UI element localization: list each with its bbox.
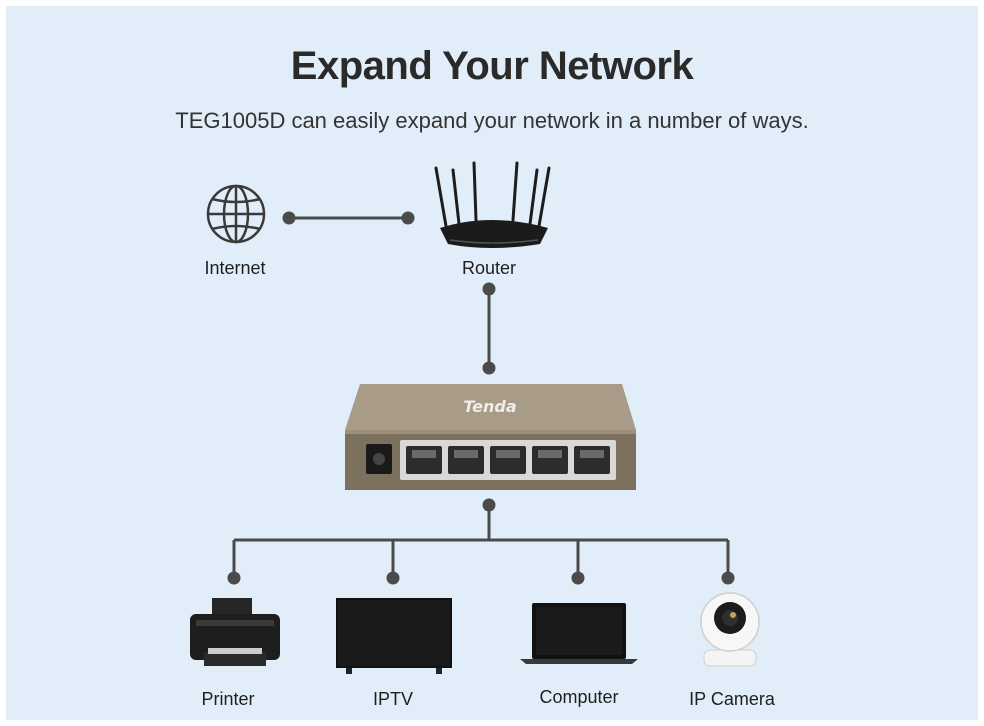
camera-icon	[700, 592, 760, 667]
page-title: Expand Your Network	[290, 44, 694, 88]
switch-icon: Tenda	[345, 384, 636, 490]
link-dot	[482, 282, 496, 296]
computer-label: Computer	[539, 687, 619, 707]
tv-icon	[336, 598, 452, 674]
link-dot	[482, 361, 496, 375]
link-dot	[227, 571, 241, 585]
link-dot	[482, 498, 496, 512]
printer-label: Printer	[201, 689, 255, 709]
globe-icon	[206, 184, 266, 244]
link-dot	[386, 571, 400, 585]
internet-label: Internet	[204, 258, 266, 278]
link-dot	[282, 211, 296, 225]
router-icon	[434, 161, 551, 248]
link-dot	[721, 571, 735, 585]
router-label: Router	[461, 258, 517, 278]
connection-lines	[227, 211, 735, 585]
page-subtitle: TEG1005D can easily expand your network …	[175, 108, 809, 133]
link-dot	[571, 571, 585, 585]
laptop-icon	[520, 603, 638, 664]
iptv-label: IPTV	[372, 689, 413, 709]
camera-label: IP Camera	[689, 689, 775, 709]
link-dot	[401, 211, 415, 225]
switch-brand-logo: Tenda	[463, 397, 516, 416]
printer-icon	[190, 598, 280, 666]
